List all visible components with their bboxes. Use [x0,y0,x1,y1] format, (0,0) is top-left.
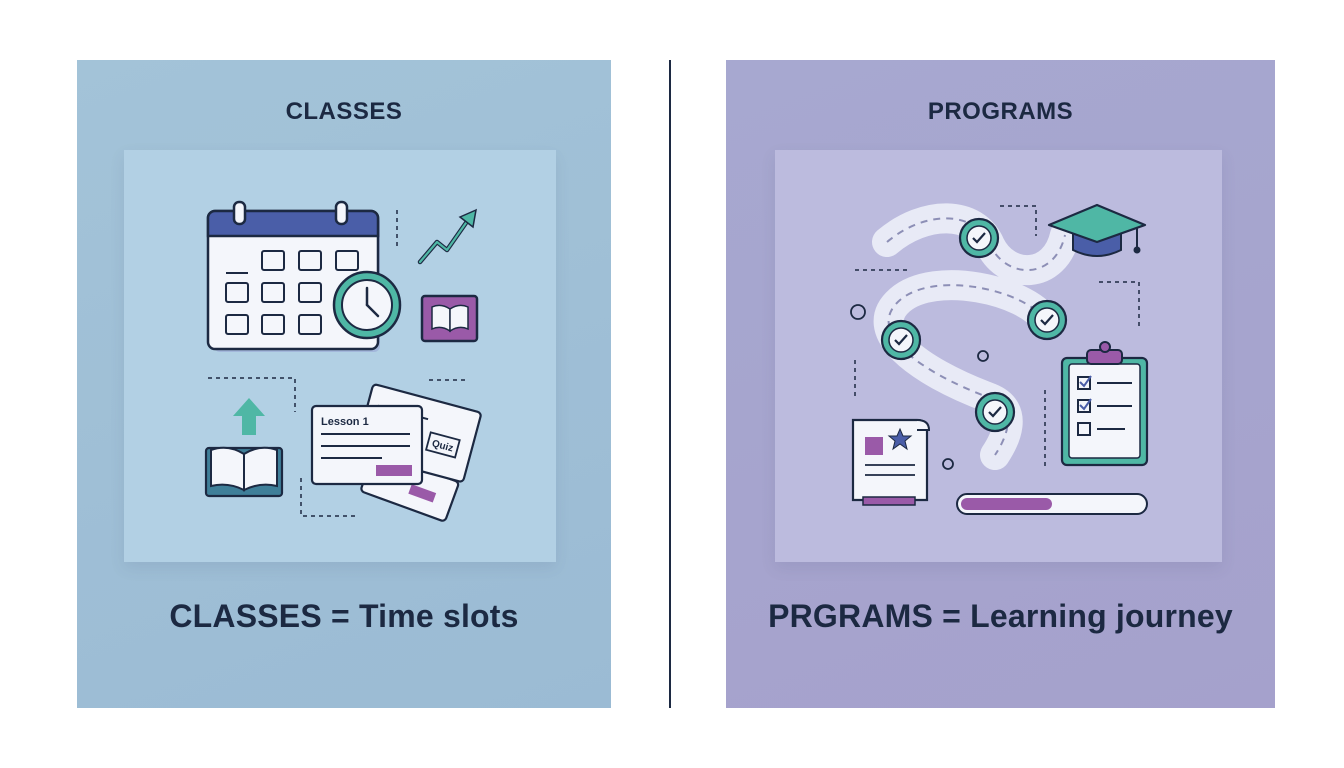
programs-panel: PROGRAMS [726,60,1275,708]
checklist-clipboard-icon [1060,341,1149,467]
classes-title: CLASSES [285,98,403,125]
book-badge-icon [420,294,479,343]
programs-illustration [775,150,1222,562]
checkpoint-icon [958,217,1000,259]
quiz-card-label: Quiz [431,438,455,454]
graduation-cap-icon [1047,203,1147,257]
checkpoint-icon [974,391,1016,433]
dot-icon [977,350,989,362]
up-arrow-icon [233,398,265,435]
programs-illustration-svg [850,203,1149,515]
progress-bar-fill [961,498,1052,510]
lesson-cards-icon: Quiz Lesson 1 [310,383,482,522]
classes-caption: CLASSES = Time slots [169,598,519,634]
checkpoint-icon [880,319,922,361]
center-divider [669,60,671,708]
checkpoint-icon [1026,299,1068,341]
programs-title: PROGRAMS [927,98,1074,125]
classes-illustration: Quiz Lesson 1 [124,150,556,562]
dot-icon [850,304,866,320]
classes-panel: CLASSES [77,60,611,708]
dot-icon [942,458,954,470]
trend-arrow-icon [417,208,477,265]
lesson-card-label: Lesson 1 [321,416,369,428]
certificate-icon [851,418,931,506]
open-book-icon [204,446,284,498]
progress-bar [956,493,1148,515]
programs-caption: PRGRAMS = Learning journey [768,598,1233,634]
clock-icon [332,270,402,340]
classes-illustration-svg: Quiz Lesson 1 [204,200,482,522]
